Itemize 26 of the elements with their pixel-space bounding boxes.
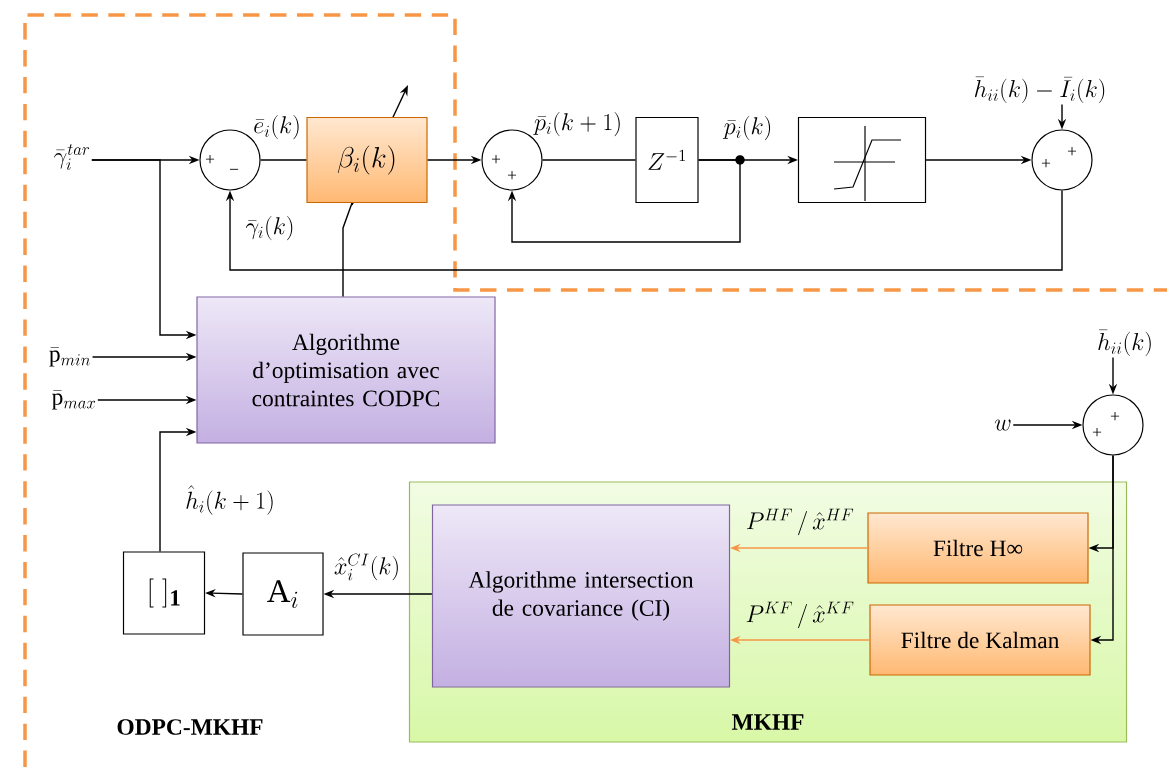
signal-label: $\bar{h}_{ii}(k)-\bar{I}_i(k)$ bbox=[974, 76, 1105, 104]
delay-box: $Z^{-1}$ bbox=[635, 116, 699, 204]
gain-box: $\beta_i(k)$ bbox=[306, 116, 428, 204]
signal-label: $w$ bbox=[994, 419, 1011, 431]
edge-label: $P^{KF}\,/\,\hat{x}^{KF}$ bbox=[746, 601, 854, 629]
edge-label: $\bar{\gamma}_i(k)$ bbox=[246, 215, 293, 241]
signal-label: $\bar{\gamma}_i^{tar}$ bbox=[54, 144, 90, 170]
edge-label: $\hat{h}_i(k+1)$ bbox=[186, 485, 273, 515]
arrow bbox=[225, 189, 1063, 271]
summing-junction: + + bbox=[1031, 129, 1093, 191]
saturation-block bbox=[797, 116, 927, 204]
selector-box: $[\;]_{\mathbf{1}}$ bbox=[122, 551, 206, 635]
process-box: Algorithme intersection de covariance (CI) bbox=[431, 504, 731, 688]
arrow bbox=[507, 159, 741, 243]
edge-label: $\hat{x}_i^{CI}(k)$ bbox=[334, 553, 398, 581]
filter-box: Filtre H∞ bbox=[867, 512, 1089, 584]
edge-label: $P^{HF}\,/\,\hat{x}^{HF}$ bbox=[746, 508, 854, 536]
matrix-box: $\mathrm{A}_i$ bbox=[242, 552, 324, 636]
signal-label: $\bar{h}_{ii}(k)$ bbox=[1098, 329, 1151, 357]
signal-label: $\bar{\mathrm{p}}_{min}$ bbox=[49, 347, 91, 367]
region-title: ODPC-MKHF bbox=[117, 719, 263, 735]
process-box: Algorithme d’optimisation avec contraintes CODPC bbox=[196, 296, 496, 444]
signal-label: $\bar{\mathrm{p}}_{max}$ bbox=[52, 390, 96, 410]
filter-box: Filtre de Kalman bbox=[869, 604, 1091, 676]
edge-label: $\bar{p}_i(k)$ bbox=[722, 115, 771, 141]
summing-junction: + + bbox=[1082, 394, 1144, 456]
